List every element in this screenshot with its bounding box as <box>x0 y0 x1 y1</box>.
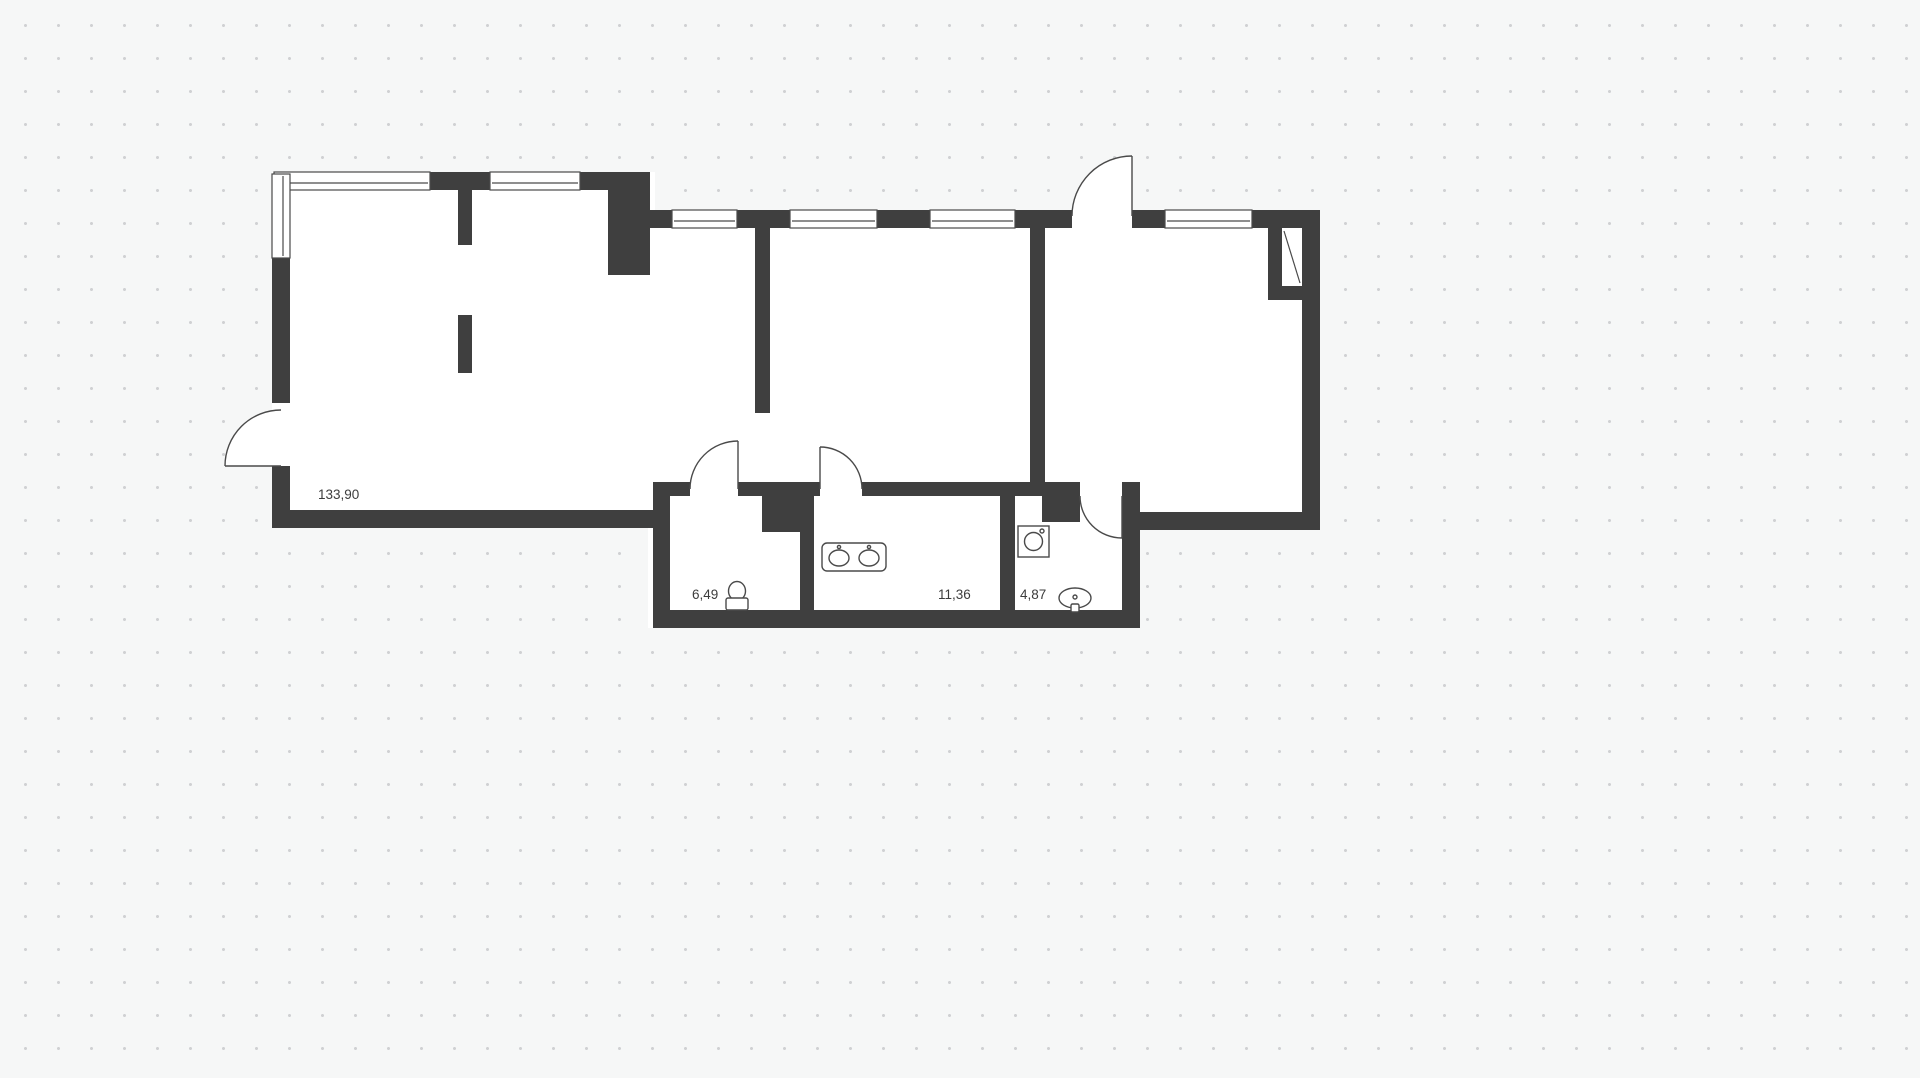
room-area-label: 11,36 <box>938 587 971 602</box>
wall-right-outer <box>1302 210 1320 530</box>
machine-drum <box>1023 531 1044 552</box>
wall-segment <box>648 210 672 228</box>
washbasin-icon <box>1058 587 1092 613</box>
shaft-wall <box>1268 228 1282 300</box>
drain <box>1072 594 1078 600</box>
wall-bath-west <box>653 482 670 628</box>
entrance-door-swing <box>1072 156 1132 216</box>
room-area-label: 133,90 <box>318 487 359 502</box>
wall-stub <box>458 315 472 373</box>
floor-layer <box>272 172 1320 628</box>
window <box>271 173 291 259</box>
basin <box>828 549 850 567</box>
labels-layer: 133,90 6,49 11,36 4,87 <box>318 487 1046 602</box>
door-arc <box>224 409 282 467</box>
window <box>671 209 738 229</box>
window <box>273 171 431 191</box>
duct-pier <box>762 496 800 532</box>
wall-left-upper <box>272 258 290 403</box>
wall-segment <box>877 210 930 228</box>
wall-bottom-right <box>1140 512 1320 530</box>
window <box>1164 209 1253 229</box>
door-arc <box>1079 495 1123 539</box>
tap <box>1070 603 1080 613</box>
duct-pier <box>1042 496 1080 522</box>
door-arc <box>1071 155 1133 217</box>
walls-layer <box>272 172 1320 628</box>
toilet-tank <box>725 597 749 611</box>
wall-bottom-bath <box>653 610 1140 628</box>
wall-stub <box>755 228 770 413</box>
wall-step-pier <box>608 190 650 275</box>
double-washbasin-icon <box>821 542 887 572</box>
fixtures-layer <box>725 525 1092 613</box>
windows-layer <box>271 171 1253 259</box>
basin <box>858 549 880 567</box>
toilet-icon <box>725 580 749 611</box>
tap <box>866 544 872 550</box>
door-arc <box>819 446 863 490</box>
wall-segment <box>430 172 490 190</box>
wall-segment <box>1015 210 1072 228</box>
wall-segment <box>1132 210 1165 228</box>
shaft-wall <box>1268 286 1302 300</box>
door-swing-layer <box>225 156 1132 466</box>
wall-segment <box>862 482 1080 496</box>
door-arc <box>689 440 739 490</box>
washing-machine-icon <box>1017 525 1050 558</box>
left-exit-door-swing <box>225 410 281 466</box>
room-area-label: 6,49 <box>692 587 718 602</box>
machine-knob <box>1039 528 1045 534</box>
wall-bottom-left <box>272 510 655 528</box>
window <box>929 209 1016 229</box>
wall-partition <box>1000 496 1015 628</box>
room-area-label: 4,87 <box>1020 587 1046 602</box>
wall-partition <box>800 496 814 628</box>
wall-segment <box>737 210 790 228</box>
doors-layer <box>224 155 1301 539</box>
wall-bath-east <box>1122 482 1140 628</box>
floor-middle-section <box>648 210 1140 628</box>
wall-segment <box>738 482 820 496</box>
shaft-diagonal-line <box>1283 230 1301 284</box>
wall-stub <box>1030 228 1045 496</box>
window <box>489 171 581 191</box>
window <box>789 209 878 229</box>
floor-right-section <box>1140 210 1320 530</box>
tap <box>836 544 842 550</box>
wall-segment <box>580 172 650 190</box>
wall-segment <box>670 482 690 496</box>
wall-stub <box>458 190 472 245</box>
